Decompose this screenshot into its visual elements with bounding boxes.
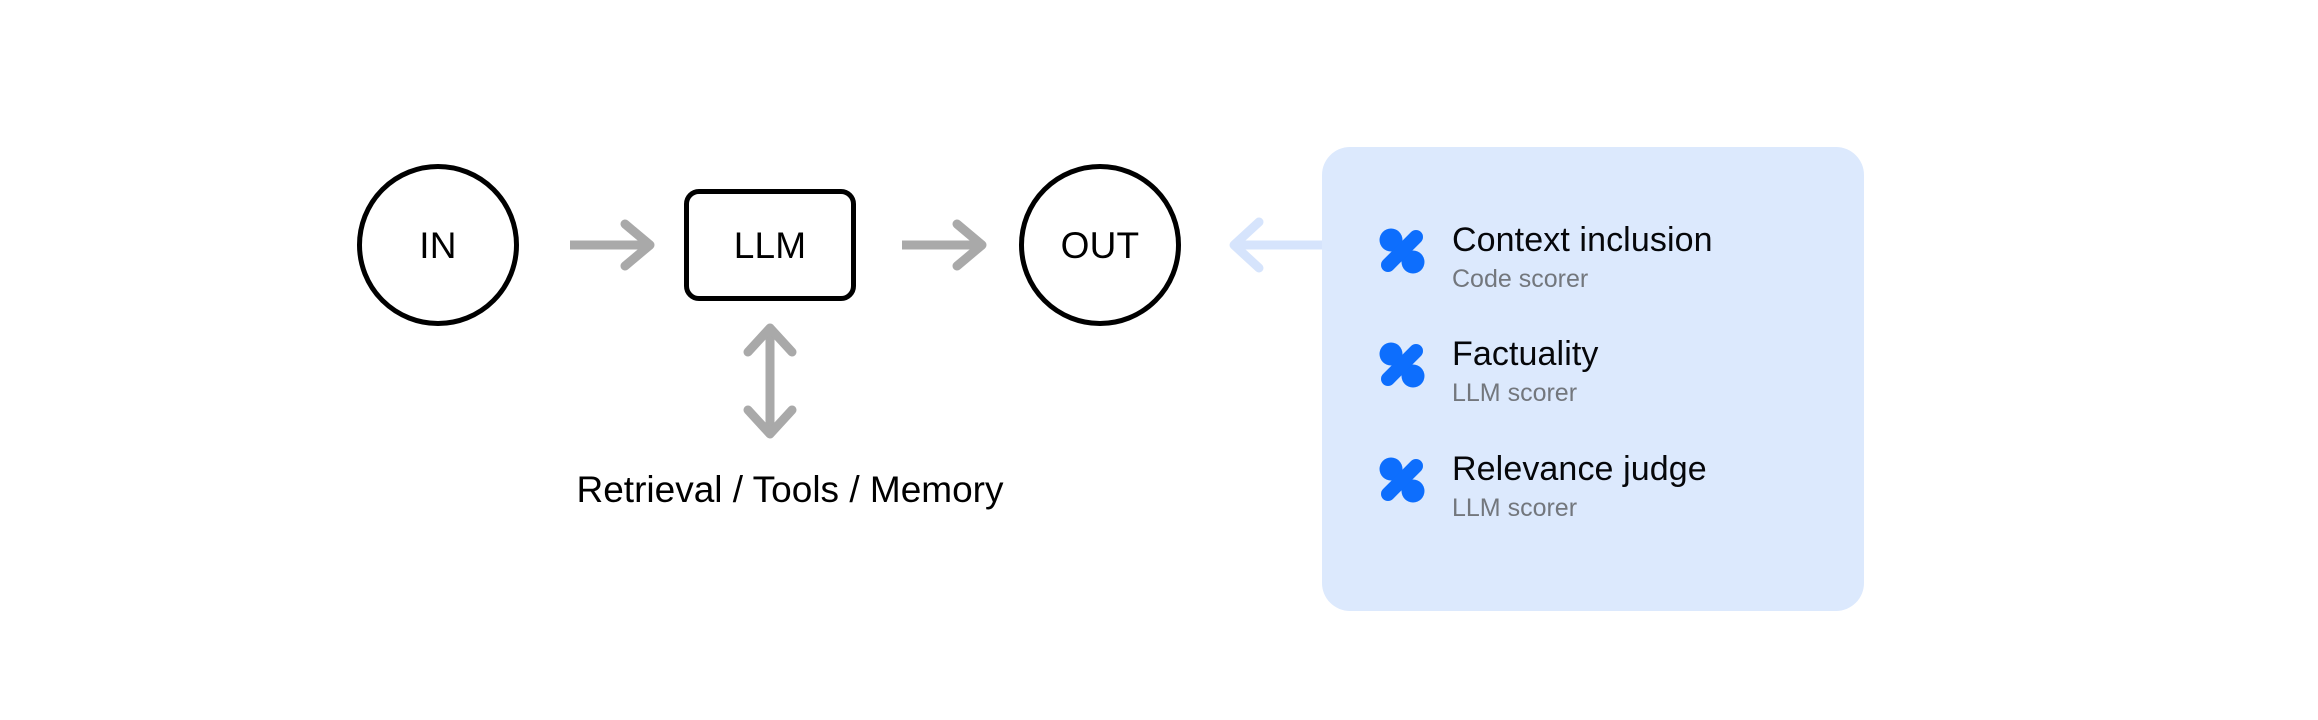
- node-in-label: IN: [419, 224, 457, 266]
- node-out: OUT: [1019, 164, 1181, 326]
- node-out-label: OUT: [1060, 224, 1140, 266]
- scorer-text: Factuality LLM scorer: [1452, 335, 1599, 409]
- scorer-item[interactable]: Context inclusion Code scorer: [1378, 221, 1864, 295]
- node-llm: LLM: [684, 189, 856, 301]
- scorer-name: Factuality: [1452, 335, 1599, 374]
- scorer-text: Context inclusion Code scorer: [1452, 221, 1713, 295]
- scorer-kind: LLM scorer: [1452, 493, 1578, 522]
- node-llm-label: LLM: [733, 224, 807, 266]
- scorer-name: Context inclusion: [1452, 221, 1713, 259]
- arrow-card-to-out: [1229, 217, 1322, 273]
- node-in: IN: [357, 164, 519, 326]
- percent-icon: [1379, 457, 1425, 503]
- arrow-llm-to-out: [902, 219, 987, 271]
- scorer-kind: LLM scorer: [1452, 379, 1578, 408]
- arrow-llm-to-tools: [743, 323, 797, 439]
- scorer-name: Relevance judge: [1452, 449, 1707, 488]
- arrow-in-to-llm: [570, 219, 655, 271]
- percent-icon: [1379, 342, 1425, 388]
- scorer-item[interactable]: Factuality LLM scorer: [1378, 335, 1864, 409]
- scorer-item[interactable]: Relevance judge LLM scorer: [1378, 450, 1864, 524]
- scorer-text: Relevance judge LLM scorer: [1452, 450, 1707, 524]
- scorer-kind: Code scorer: [1452, 265, 1589, 294]
- percent-icon: [1379, 228, 1425, 274]
- scorer-card: Context inclusion Code scorer Factuality…: [1322, 147, 1864, 611]
- caption-retrieval-tools-memory: Retrieval / Tools / Memory: [576, 469, 1004, 510]
